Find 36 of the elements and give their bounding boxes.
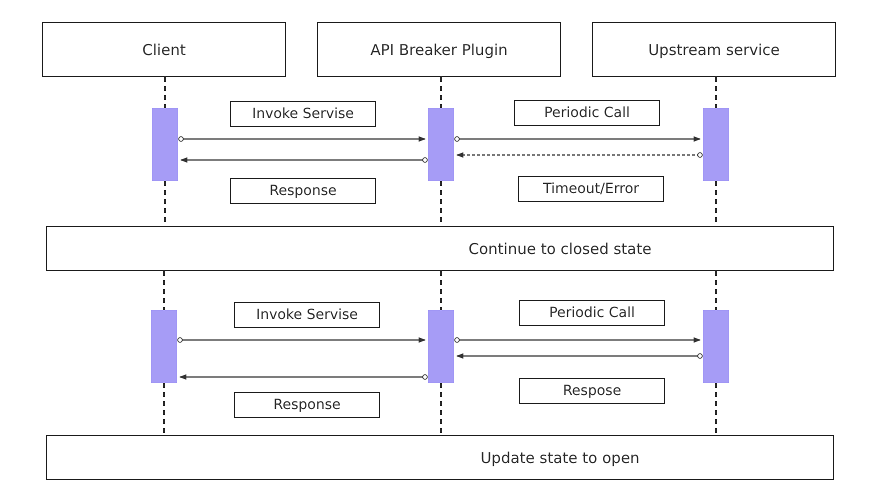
state-band: Continue to closed state xyxy=(46,226,834,271)
message-box: Response xyxy=(230,178,376,204)
lifeline xyxy=(715,77,717,108)
message-box: Periodic Call xyxy=(519,300,665,326)
message-arrow xyxy=(180,157,428,163)
activation-bar xyxy=(428,310,454,383)
message-arrow xyxy=(177,337,426,343)
message-box: Invoke Servise xyxy=(230,101,376,127)
message-box: Respose xyxy=(519,378,665,404)
activation-bar xyxy=(428,108,454,181)
activation-bar xyxy=(703,108,729,181)
participant-box: API Breaker Plugin xyxy=(317,22,561,77)
activation-bar xyxy=(152,108,178,181)
activation-bar xyxy=(703,310,729,383)
message-box: Response xyxy=(234,392,380,418)
message-arrow xyxy=(454,136,701,142)
lifeline xyxy=(440,77,442,108)
lifeline xyxy=(715,271,717,310)
message-arrow xyxy=(454,337,701,343)
message-box: Periodic Call xyxy=(514,100,660,126)
lifeline xyxy=(440,383,442,435)
lifeline xyxy=(440,271,442,310)
message-arrow xyxy=(456,353,703,359)
message-arrow xyxy=(178,136,426,142)
state-band: Update state to open xyxy=(46,435,834,480)
message-arrow xyxy=(456,152,703,158)
lifeline xyxy=(715,383,717,435)
activation-bar xyxy=(151,310,177,383)
participant-box: Upstream service xyxy=(592,22,836,77)
message-arrow xyxy=(179,374,428,380)
lifeline xyxy=(163,383,165,435)
lifeline xyxy=(164,77,166,108)
participant-box: Client xyxy=(42,22,286,77)
lifeline xyxy=(163,271,165,310)
message-box: Timeout/Error xyxy=(518,176,664,202)
message-box: Invoke Servise xyxy=(234,302,380,328)
